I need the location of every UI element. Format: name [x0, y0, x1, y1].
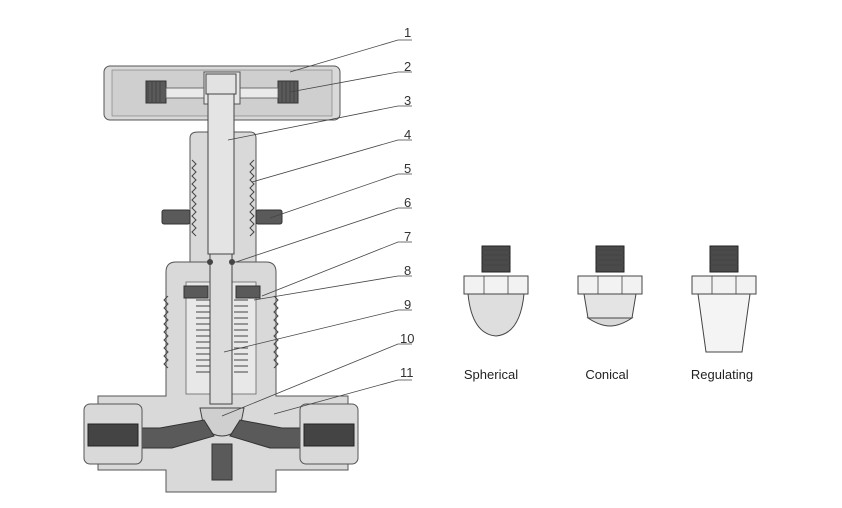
label-regulating: Regulating	[691, 367, 753, 382]
callout-1: 1	[404, 25, 411, 40]
callout-2: 2	[404, 59, 411, 74]
callout-6: 6	[404, 195, 411, 210]
conical-tip	[577, 245, 643, 327]
callout-3: 3	[404, 93, 411, 108]
leader-lines	[221, 39, 412, 417]
callout-5: 5	[404, 161, 411, 176]
spherical-tip	[463, 245, 529, 337]
callout-10: 10	[400, 331, 414, 346]
callout-numbers: 1 2 3 4 5 6 7 8 9 10 11	[400, 25, 414, 380]
stem	[205, 73, 237, 405]
label-conical: Conical	[585, 367, 628, 382]
callout-7: 7	[404, 229, 411, 244]
callout-8: 8	[404, 263, 411, 278]
callout-9: 9	[404, 297, 411, 312]
label-spherical: Spherical	[464, 367, 518, 382]
regulating-tip	[691, 245, 757, 353]
callout-4: 4	[404, 127, 411, 142]
callout-11: 11	[400, 365, 414, 380]
